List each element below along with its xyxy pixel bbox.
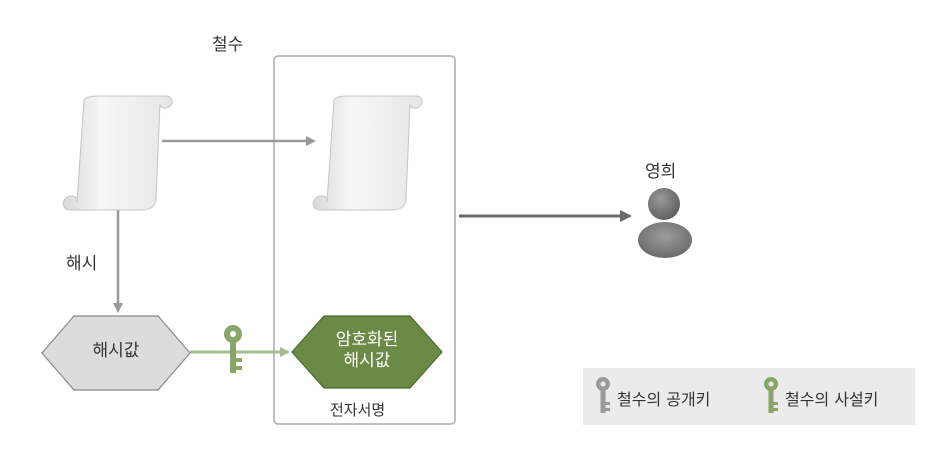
signature-label: 전자서명 — [330, 401, 386, 419]
encrypted-hash-label: 암호화된 해시값 — [324, 330, 410, 372]
key-icon — [224, 325, 242, 373]
encrypted-hash-line1: 암호화된 — [335, 330, 399, 350]
legend-private-key: 철수의 사설키 — [785, 390, 879, 409]
hash-value-text: 해시값 — [92, 341, 140, 361]
legend-public-key: 철수의 공개키 — [617, 390, 711, 409]
hash-value-label: 해시값 — [74, 341, 158, 362]
signature-box — [273, 55, 456, 425]
scroll-document-icon — [312, 95, 423, 211]
legend: 철수의 공개키 철수의 사설키 — [583, 368, 915, 425]
hash-value-hexagon — [41, 315, 191, 391]
person-icon — [638, 188, 692, 258]
key-icon — [596, 377, 610, 413]
encrypted-hash-line2: 해시값 — [343, 351, 391, 371]
encrypted-hash-hexagon — [291, 315, 443, 389]
sender-name: 철수 — [212, 35, 244, 55]
key-icon — [764, 377, 778, 413]
receiver-name: 영희 — [645, 162, 677, 182]
scroll-document-icon — [62, 95, 173, 211]
hash-step-label: 해시 — [66, 254, 98, 274]
